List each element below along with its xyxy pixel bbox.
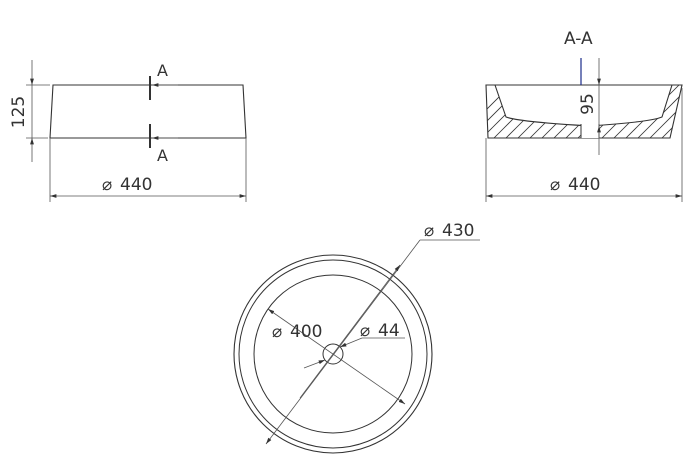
section-marker-bottom: A (149, 124, 178, 165)
section-title: A-A (564, 29, 593, 49)
drain-diameter-symbol: ⌀ (360, 321, 370, 341)
section-diameter-dimension: ⌀ 440 (485, 88, 683, 202)
section-marker-top: A (149, 61, 178, 100)
bowl-circle (253, 274, 413, 434)
section-marker-top-label: A (157, 61, 168, 80)
bowl-diameter-dimension: ⌀ 400 (267, 308, 406, 405)
bowl-diameter-symbol: ⌀ (272, 322, 282, 342)
outer-rim-inner-circle (238, 259, 428, 449)
section-diameter-label: 440 (568, 175, 600, 195)
front-view-outline (49, 84, 247, 139)
drain-diameter-label: 44 (378, 321, 400, 341)
section-view: A-A 95 ⌀ 440 (485, 29, 683, 202)
front-diameter-symbol: ⌀ (102, 175, 112, 195)
front-view: A A 125 ⌀ 440 (9, 60, 247, 202)
depth-label: 95 (578, 93, 598, 115)
drain-gap (581, 124, 599, 138)
outer-rim-circle (233, 254, 433, 454)
front-diameter-label: 440 (120, 175, 152, 195)
height-label: 125 (9, 96, 29, 128)
section-hatching (486, 85, 682, 138)
section-marker-bottom-label: A (157, 146, 168, 165)
bowl-diameter-label: 400 (290, 322, 322, 342)
section-diameter-symbol: ⌀ (550, 175, 560, 195)
outer-diameter-label: 430 (442, 221, 474, 241)
top-view: ⌀ 430 ⌀ 400 ⌀ 44 (233, 221, 480, 454)
section-outer-outline (485, 84, 683, 139)
outer-diameter-symbol: ⌀ (424, 221, 434, 241)
drain-diameter-dimension: ⌀ 44 (303, 321, 405, 369)
front-diameter-dimension: ⌀ 440 (49, 138, 247, 202)
depth-dimension: 95 (578, 58, 601, 155)
height-dimension: 125 (9, 60, 50, 162)
